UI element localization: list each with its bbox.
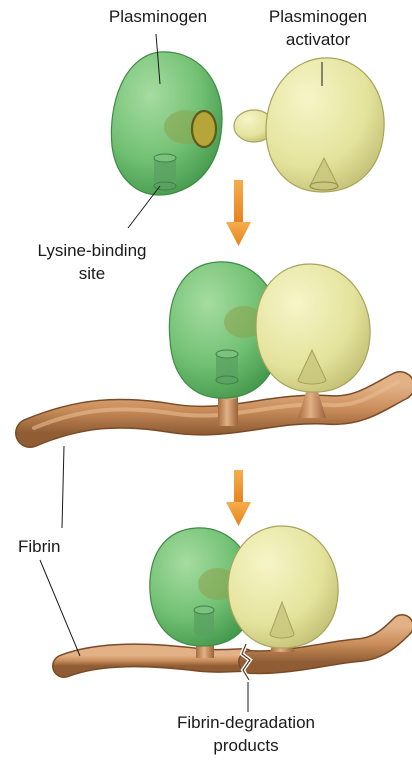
plasminogen-activator-molecule	[234, 58, 384, 192]
lysine-binding-site	[154, 154, 176, 190]
label-products-line2: products	[213, 735, 278, 756]
process-arrow-2	[226, 470, 251, 526]
label-activator-line1: Plasminogen	[269, 6, 367, 27]
process-arrow-1	[226, 180, 251, 246]
stage-2-bound	[30, 262, 400, 433]
label-lysine-line2: site	[79, 263, 105, 284]
label-lysine-line1: Lysine-binding	[38, 240, 147, 261]
label-fibrin: Fibrin	[18, 536, 61, 557]
leader-fibrin-upper	[62, 446, 64, 528]
leader-fibrin-lower	[40, 560, 80, 656]
label-plasminogen: Plasminogen	[109, 6, 207, 27]
stage-1-separate	[111, 52, 384, 195]
stage-3-cleaved	[64, 526, 402, 680]
label-products-line1: Fibrin-degradation	[177, 712, 315, 733]
plasminogen-molecule	[111, 52, 222, 195]
label-activator-line2: activator	[286, 29, 350, 50]
